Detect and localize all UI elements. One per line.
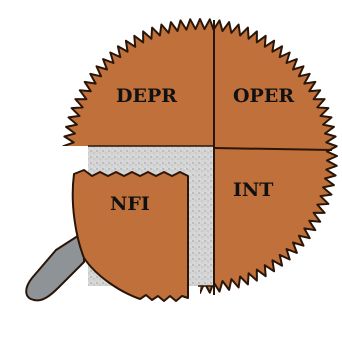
removed-slice <box>71 169 189 302</box>
horizontal-divider <box>213 147 333 151</box>
slice-label-int: INT <box>233 179 273 201</box>
slice-label-oper: OPER <box>233 85 294 107</box>
pie-server-icon <box>25 231 85 302</box>
slice-label-depr: DEPR <box>116 85 177 107</box>
slice-label-nfi: NFI <box>110 193 150 215</box>
cavity-edge <box>88 145 215 287</box>
